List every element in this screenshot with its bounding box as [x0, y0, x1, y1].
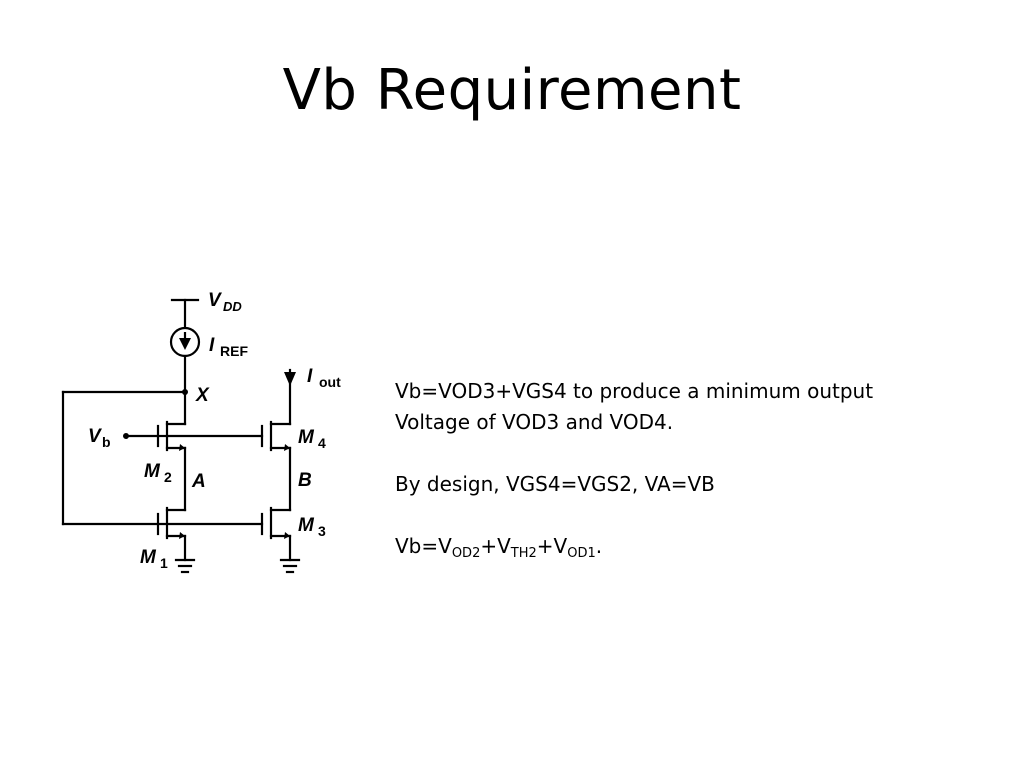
b-node-label: B: [298, 470, 312, 491]
m2-label: M: [144, 461, 161, 482]
m1-sub-label: 1: [160, 555, 168, 571]
eq-sub-od2: OD2: [451, 546, 481, 561]
eq-plus-2: +V: [536, 534, 568, 558]
m3-label: M: [298, 515, 315, 536]
x-node-dot: [182, 389, 188, 395]
vb-label: V: [88, 426, 102, 447]
cascode-current-mirror-diagram: V DD I REF I out X V b M 2 A M 4 B M 3 M…: [61, 290, 341, 574]
m2-sub-label: 2: [164, 469, 172, 485]
body-line-4: Vb=VOD2+VTH2+VOD1.: [395, 531, 1015, 562]
iout-label: I: [307, 366, 313, 387]
iref-arrow-icon: [179, 338, 191, 350]
eq-sub-th2: TH2: [510, 546, 537, 561]
vdd-label: V: [208, 290, 222, 311]
body-line-3: By design, VGS4=VGS2, VA=VB: [395, 472, 715, 496]
iout-arrow-icon: [284, 372, 296, 386]
m1-label: M: [140, 547, 157, 568]
m3-sub-label: 3: [318, 523, 326, 539]
eq-plus-1: +V: [480, 534, 511, 558]
vb-sub-label: b: [102, 434, 111, 450]
slide-title: Vb Requirement: [282, 58, 742, 123]
a-node-label: A: [191, 471, 206, 492]
eq-suffix: .: [595, 534, 603, 558]
iref-sub-label: REF: [220, 343, 248, 359]
slide-body: Vb=VOD3+VGS4 to produce a minimum output…: [395, 376, 1015, 562]
iout-sub-label: out: [319, 374, 341, 390]
body-line-1: Vb=VOD3+VGS4 to produce a minimum output: [395, 379, 874, 403]
body-line-2: Voltage of VOD3 and VOD4.: [395, 410, 674, 434]
iref-label: I: [209, 335, 215, 356]
vdd-sub-label: DD: [223, 299, 242, 314]
m4-sub-label: 4: [318, 435, 326, 451]
eq-prefix: Vb=V: [395, 534, 452, 558]
x-node-label: X: [195, 385, 210, 406]
m4-label: M: [298, 427, 315, 448]
vb-terminal-dot: [123, 433, 129, 439]
eq-sub-od1: OD1: [567, 546, 596, 561]
